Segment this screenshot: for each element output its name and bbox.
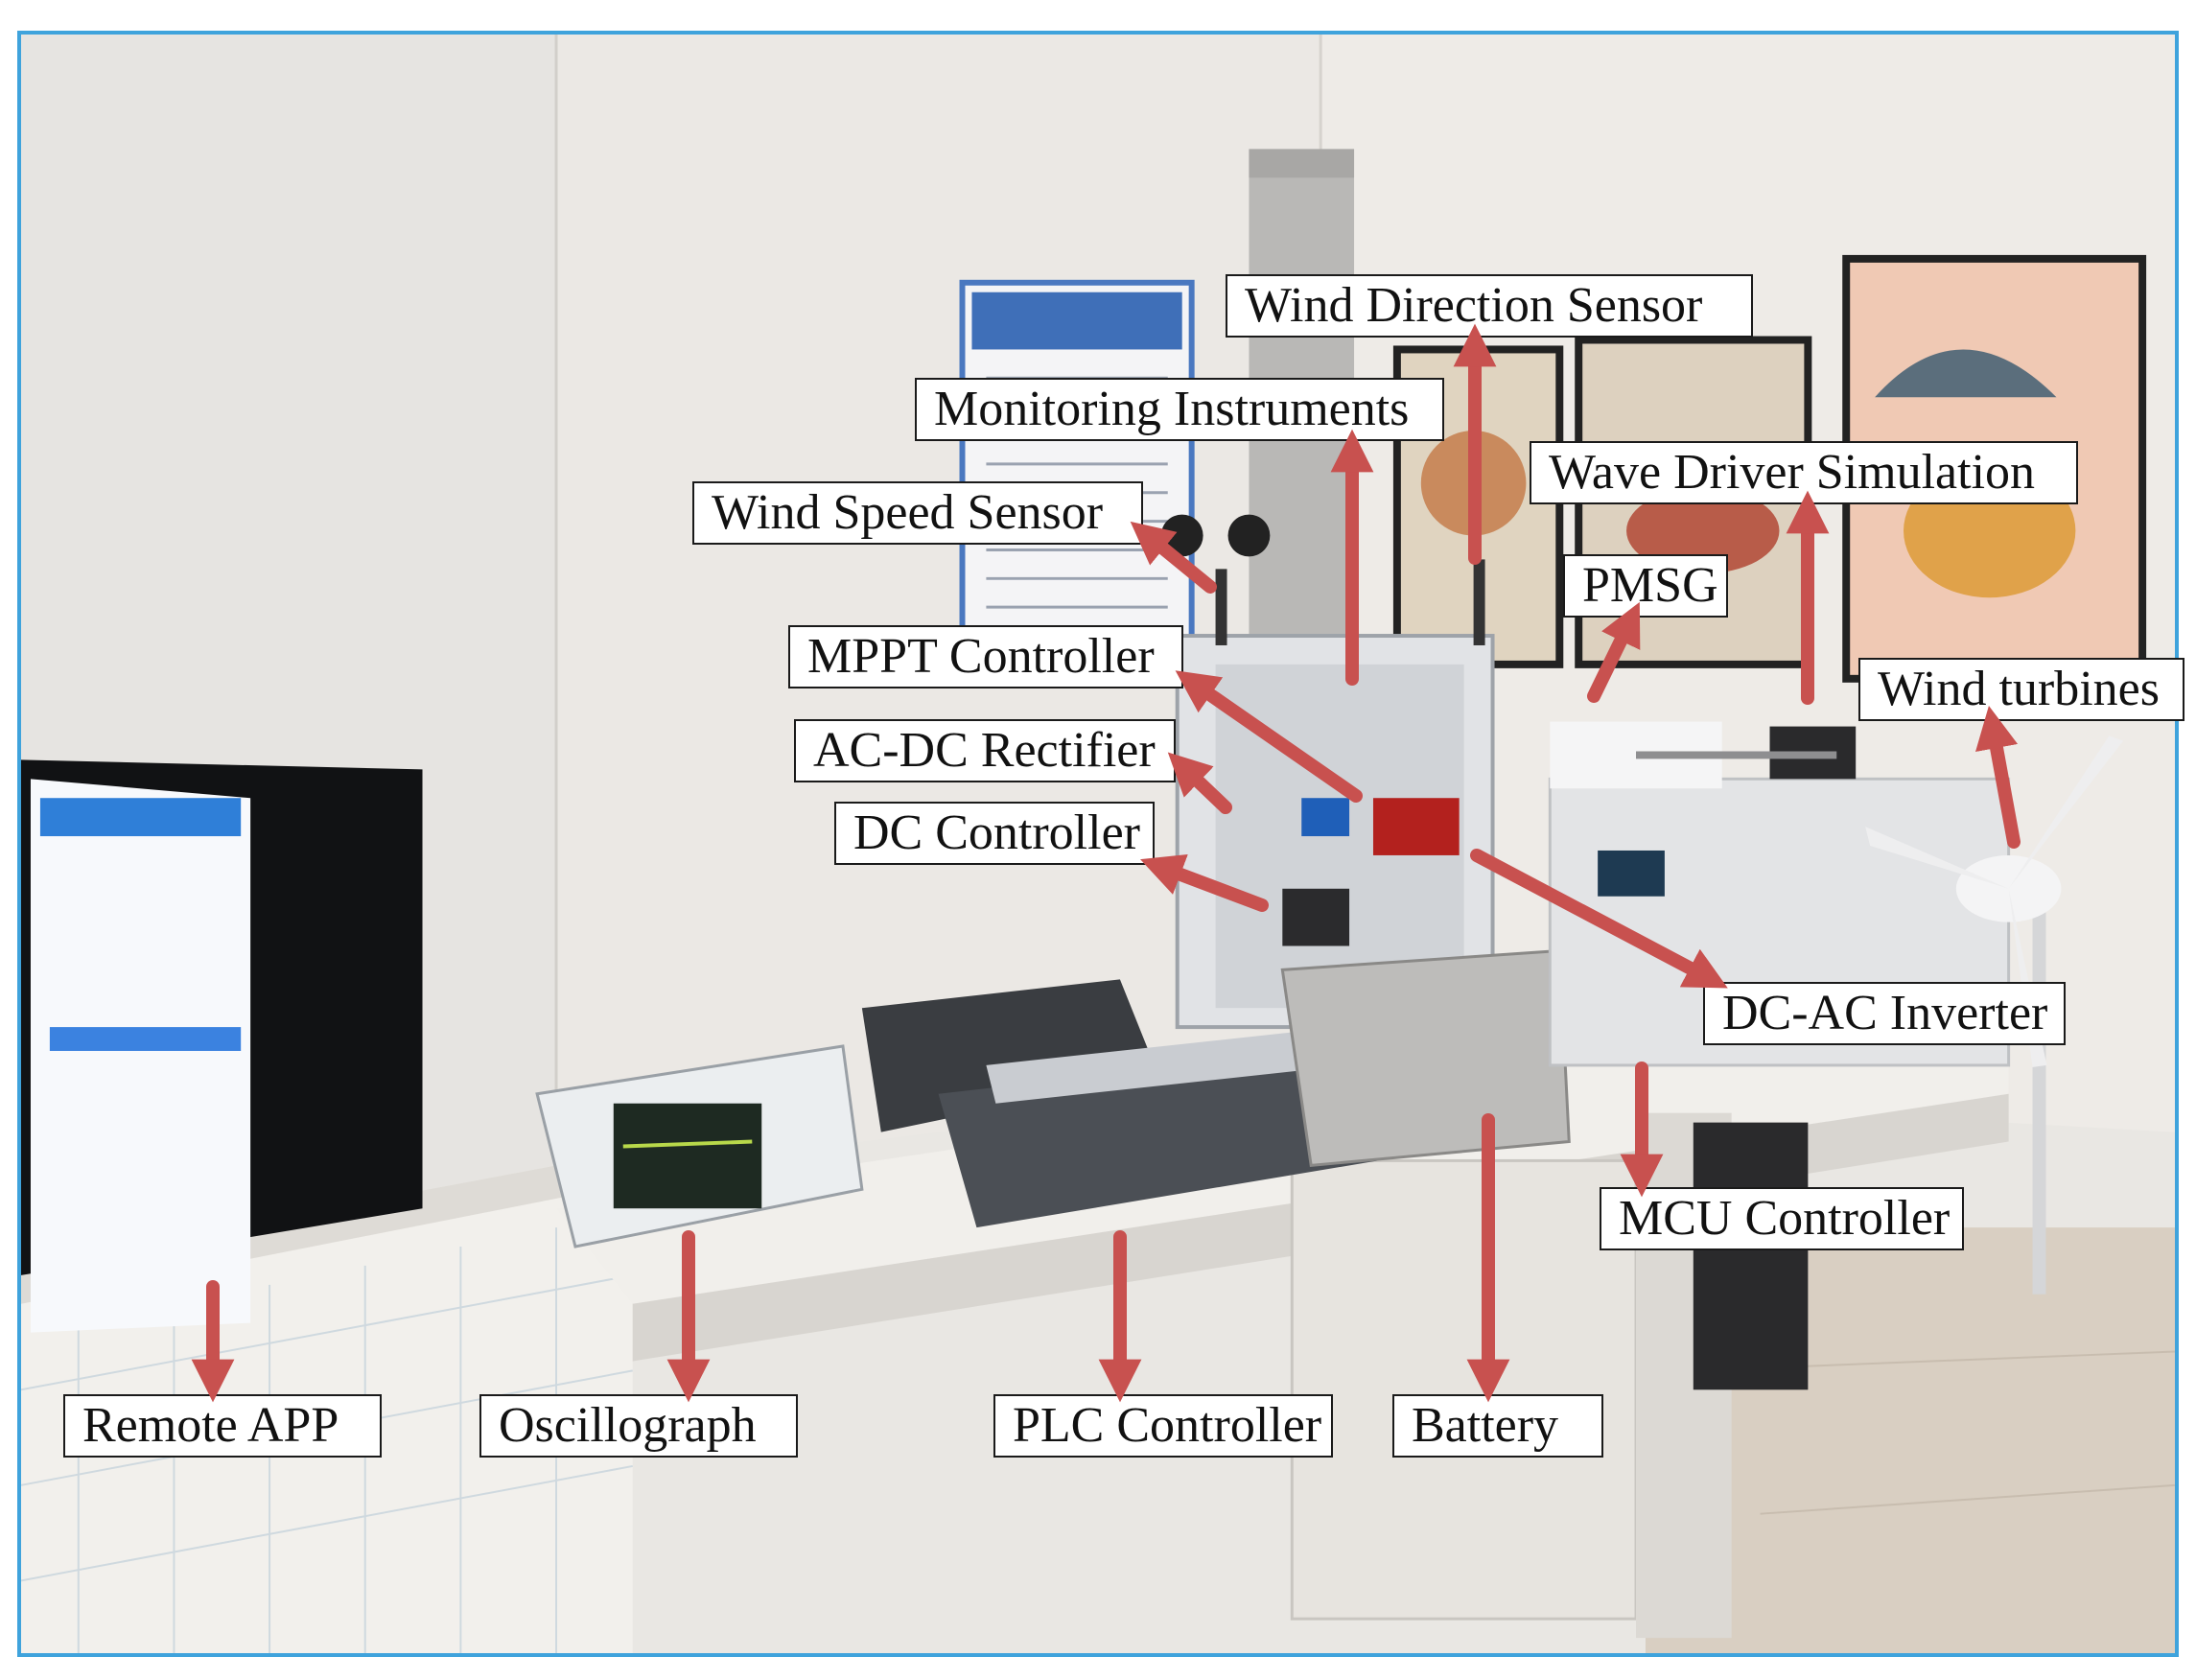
label-wind-turbines: Wind turbines (1858, 658, 2184, 721)
label-monitoring-instruments: Monitoring Instruments (915, 378, 1444, 441)
label-remote-app: Remote APP (63, 1394, 382, 1458)
label-oscillograph: Oscillograph (479, 1394, 798, 1458)
label-pmsg: PMSG (1563, 554, 1728, 618)
label-dc-ac-inverter: DC-AC Inverter (1703, 982, 2066, 1045)
label-plc-controller: PLC Controller (993, 1394, 1333, 1458)
label-mppt-controller: MPPT Controller (788, 625, 1183, 688)
label-wind-direction-sensor: Wind Direction Sensor (1226, 274, 1753, 338)
label-dc-controller: DC Controller (834, 802, 1155, 865)
label-ac-dc-rectifier: AC-DC Rectifier (794, 719, 1176, 782)
label-battery: Battery (1392, 1394, 1603, 1458)
label-wind-speed-sensor: Wind Speed Sensor (692, 481, 1143, 545)
label-mcu-controller: MCU Controller (1600, 1187, 1964, 1250)
label-wave-driver-simulation: Wave Driver Simulation (1530, 441, 2078, 504)
